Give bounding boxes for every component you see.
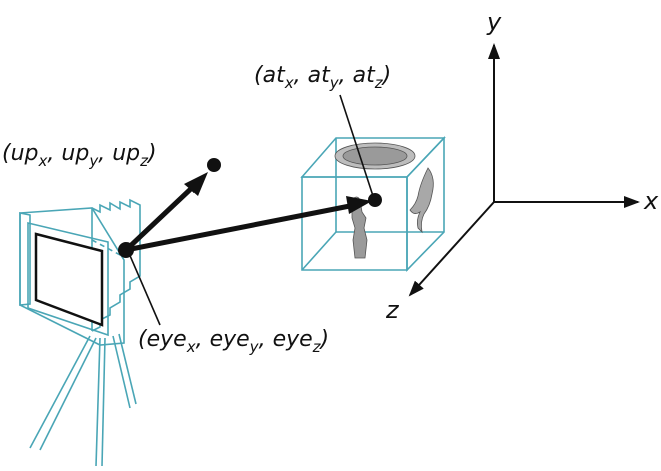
eye-point	[118, 242, 134, 258]
z-axis	[408, 201, 495, 297]
tripod-leg-right-inner	[118, 333, 137, 405]
at-leader	[339, 94, 375, 200]
eye-point-label: (eyex, eyey, eyez)	[138, 327, 329, 356]
camera-screen-frame	[27, 221, 109, 337]
world-axes	[408, 43, 640, 297]
y-axis-label: y	[486, 8, 502, 36]
x-axis-label: x	[643, 187, 659, 215]
tripod-leg-left-inner	[39, 337, 97, 451]
tripod-leg-right	[112, 335, 131, 409]
up-arrowhead	[184, 172, 208, 196]
at-point-label: (atx, aty, atz)	[254, 63, 391, 92]
z-axis-label: z	[385, 296, 400, 324]
tripod-leg-left	[29, 335, 91, 449]
up-point	[207, 158, 221, 172]
camera-front-side	[19, 212, 31, 306]
cube-textures	[334, 142, 434, 259]
cube-hidden-edge-3	[301, 231, 337, 271]
at-point	[368, 193, 382, 207]
up-point-label: (upx, upy, upz)	[2, 141, 157, 170]
camera-back-dashed	[91, 239, 123, 257]
eye-leader	[127, 250, 161, 326]
camera-screen	[34, 232, 104, 327]
tripod-leg-mid-inner	[101, 337, 106, 467]
up-vector-arrow	[123, 181, 199, 253]
camera-bellows	[91, 198, 141, 332]
vectors	[123, 181, 363, 253]
view-direction-arrow	[123, 200, 363, 253]
winged-figure-image	[409, 167, 434, 234]
leader-lines	[127, 94, 375, 326]
view-arrowhead	[346, 196, 372, 214]
tripod-leg-mid	[95, 337, 101, 467]
